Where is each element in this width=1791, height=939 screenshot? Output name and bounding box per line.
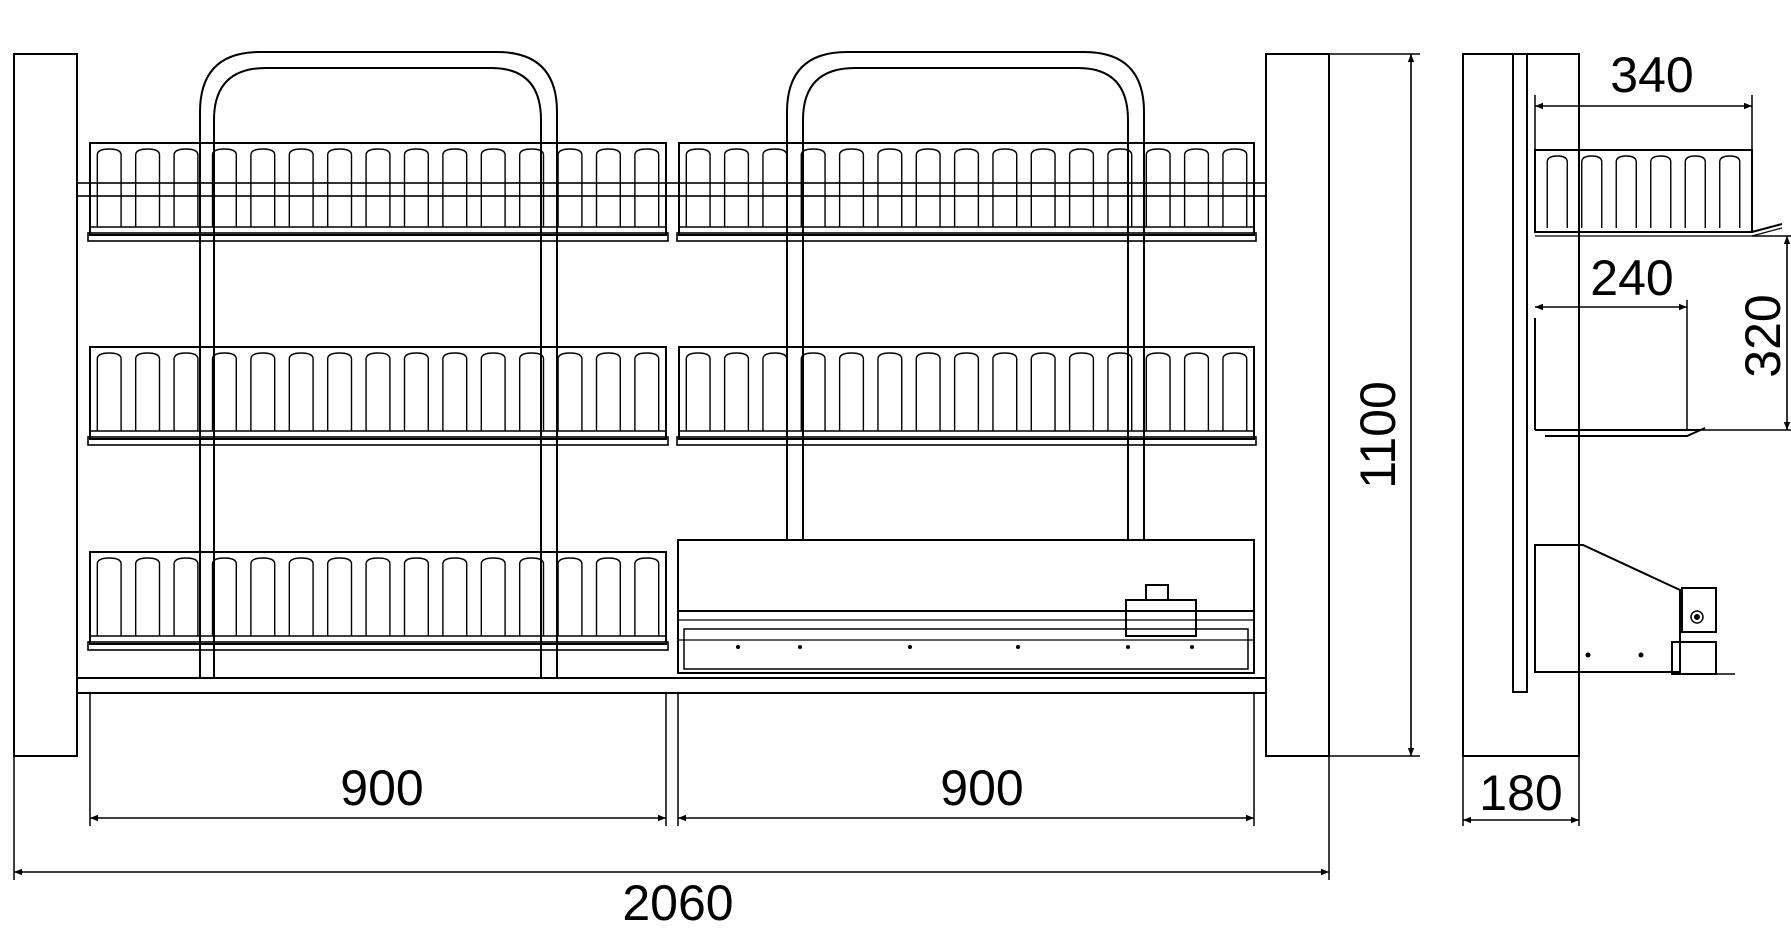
dim-label-240: 240 — [1590, 250, 1673, 306]
dim-label-left-900: 900 — [340, 760, 423, 816]
dim-label-1100: 1100 — [1350, 381, 1406, 489]
dimension-labels: 900 900 2060 1100 180 340 240 320 — [340, 47, 1791, 931]
wire-basket — [676, 346, 1257, 446]
side-lower-shelf — [1534, 318, 1706, 437]
dimension-lines — [14, 54, 1791, 876]
left-side-post — [13, 53, 78, 757]
wire-baskets — [87, 142, 1257, 651]
side-top-basket — [1534, 149, 1783, 237]
front-view — [13, 51, 1420, 880]
back-rail — [76, 182, 1267, 197]
wire-basket — [87, 346, 669, 446]
dim-label-2060: 2060 — [622, 875, 733, 931]
side-post-profile — [1462, 53, 1580, 757]
right-u-frame — [786, 51, 1145, 540]
dim-label-320: 320 — [1735, 294, 1791, 377]
wire-basket — [676, 142, 1257, 242]
base-rail — [76, 677, 1267, 694]
right-side-post — [1265, 53, 1330, 757]
side-view — [1462, 53, 1791, 826]
dim-label-180: 180 — [1479, 765, 1562, 821]
dim-label-right-900: 900 — [940, 760, 1023, 816]
pull-out-drawer-unit — [677, 539, 1255, 674]
dim-label-340: 340 — [1610, 47, 1693, 103]
wire-basket — [87, 551, 669, 651]
left-u-frame — [199, 51, 558, 678]
side-upright — [1512, 53, 1528, 693]
side-drawer-bracket — [1534, 544, 1735, 675]
wire-basket — [87, 142, 669, 242]
